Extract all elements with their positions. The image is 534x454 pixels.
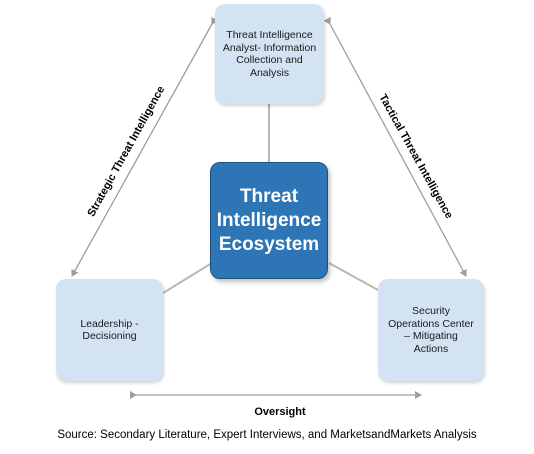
analyst-node: Threat Intelligence Analyst- Information… xyxy=(215,4,324,104)
analyst-text: Threat Intelligence Analyst- Information… xyxy=(222,29,317,79)
strategic-label: Strategic Threat Intelligence xyxy=(85,84,167,219)
leadership-node: Leadership - Decisioning xyxy=(56,279,163,381)
leadership-text: Leadership - Decisioning xyxy=(80,317,139,343)
connector-center-soc xyxy=(328,262,379,291)
connector-center-leadership xyxy=(162,262,213,294)
soc-node: Security Operations Center – Mitigating … xyxy=(378,279,484,381)
ecosystem-text: Threat Intelligence Ecosystem xyxy=(216,185,322,255)
ecosystem-node: Threat Intelligence Ecosystem xyxy=(210,162,328,279)
oversight-label: Oversight xyxy=(254,406,306,418)
source-caption: Source: Secondary Literature, Expert Int… xyxy=(57,429,477,441)
tactical-arrow xyxy=(323,16,467,277)
soc-text: Security Operations Center – Mitigating … xyxy=(388,305,474,355)
strategic-arrow xyxy=(71,16,219,277)
tactical-label: Tactical Threat Intelligence xyxy=(376,92,455,221)
